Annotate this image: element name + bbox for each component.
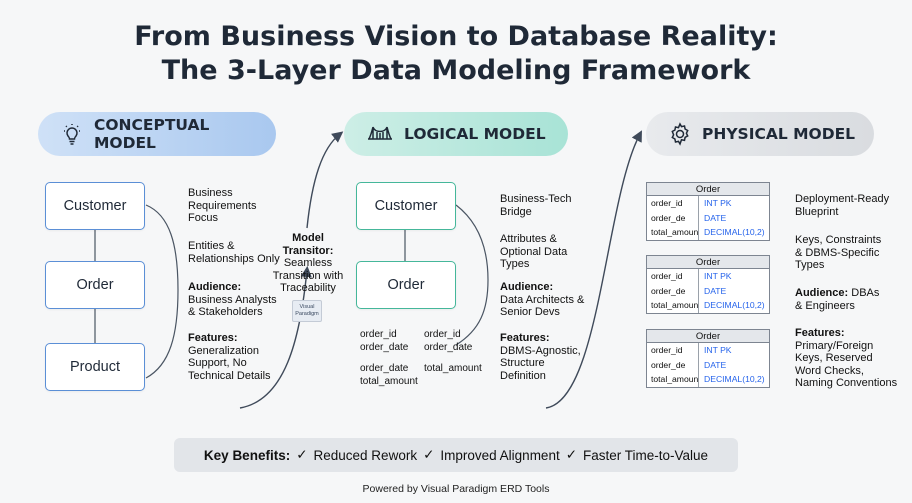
logical-audience: Audience: Data Architects &Senior Devs (500, 281, 585, 318)
transition-arrow-to-physical (545, 130, 642, 409)
logical-attributes-col-2: order_id order_date total_amount (424, 329, 482, 374)
conceptual-desc-entities: Entities &Relationships Only (188, 240, 280, 265)
conceptual-model-header: CONCEPTUAL MODEL (38, 112, 276, 156)
transition-arrow-to-logical (306, 131, 344, 229)
gear-icon (671, 122, 689, 146)
entity-customer[interactable]: Customer (45, 182, 145, 230)
key-benefits-label: Key Benefits: (203, 447, 291, 463)
physical-model-header: PHYSICAL MODEL (646, 112, 874, 156)
logical-attributes-col-1: order_id order_date order_date total_amo… (360, 329, 418, 387)
benefit-faster-time-to-value: Faster Time-to-Value (583, 447, 709, 463)
physical-audience: Audience: DBAs & Engineers (795, 287, 880, 312)
check-icon: ✓ (296, 447, 308, 462)
check-icon: ✓ (565, 447, 578, 462)
lightbulb-icon (64, 124, 80, 145)
key-benefits-bar: Key Benefits: ✓ Reduced Rework ✓ Improve… (174, 438, 738, 472)
benefit-reduced-rework: Reduced Rework (313, 447, 418, 463)
conceptual-bracket (145, 204, 179, 379)
logical-entity-customer[interactable]: Customer (356, 182, 456, 230)
title-line-1: From Business Vision to Database Reality… (134, 21, 778, 52)
logical-model-header: LOGICAL MODEL (344, 112, 568, 156)
entity-order[interactable]: Order (45, 261, 145, 309)
logical-bracket (455, 204, 489, 346)
logical-model-label: LOGICAL MODEL (404, 125, 546, 143)
title-line-2: The 3-Layer Data Modeling Framework (161, 55, 751, 86)
check-icon: ✓ (423, 447, 435, 462)
conceptual-audience: Audience: Business Analysts& Stakeholder… (188, 281, 277, 318)
conceptual-model-label: CONCEPTUAL MODEL (94, 116, 210, 152)
benefit-improved-alignment: Improved Alignment (440, 447, 560, 463)
logical-entity-order[interactable]: Order (356, 261, 456, 309)
bridge-icon (368, 126, 392, 140)
transition-arrow-up (239, 265, 312, 409)
physical-model-label: PHYSICAL MODEL (702, 125, 856, 143)
footer-credit: Powered by Visual Paradigm ERD Tools (362, 483, 550, 495)
entity-product[interactable]: Product (45, 343, 145, 391)
